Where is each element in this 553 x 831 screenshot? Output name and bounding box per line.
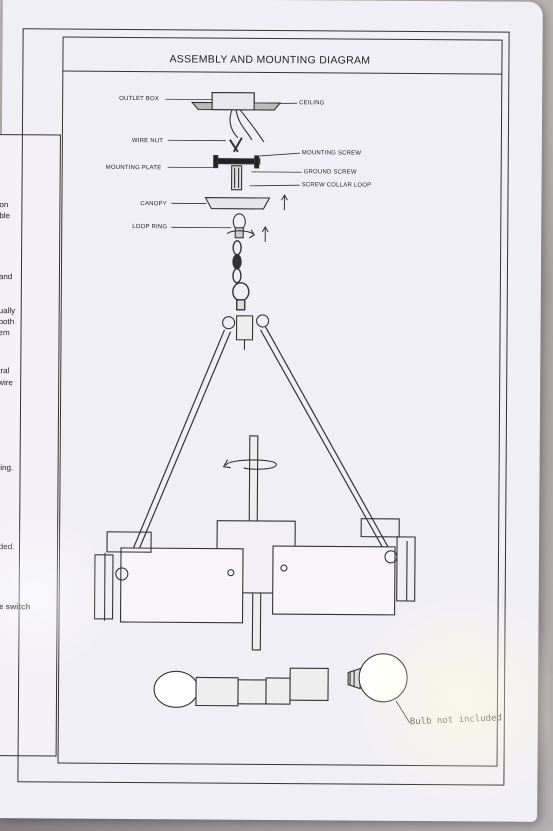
right-shade <box>272 518 416 616</box>
wires <box>229 109 265 153</box>
hub <box>222 314 270 350</box>
bulb-drawing <box>347 653 411 724</box>
canopy-shape <box>204 196 271 210</box>
leader-lines <box>165 98 302 229</box>
bulb-socket-row <box>153 667 329 708</box>
instruction-sheet: on ble and ually both em tral wire ring.… <box>0 0 543 822</box>
up-arrows <box>261 194 288 242</box>
collar-loop <box>226 213 255 239</box>
ceiling-outlet-box <box>190 92 282 111</box>
mounting-plate <box>213 155 261 191</box>
rotate-arrow <box>222 459 277 470</box>
chandelier-drawing <box>93 92 416 724</box>
suspension-rods <box>123 326 390 572</box>
chain <box>232 240 250 311</box>
